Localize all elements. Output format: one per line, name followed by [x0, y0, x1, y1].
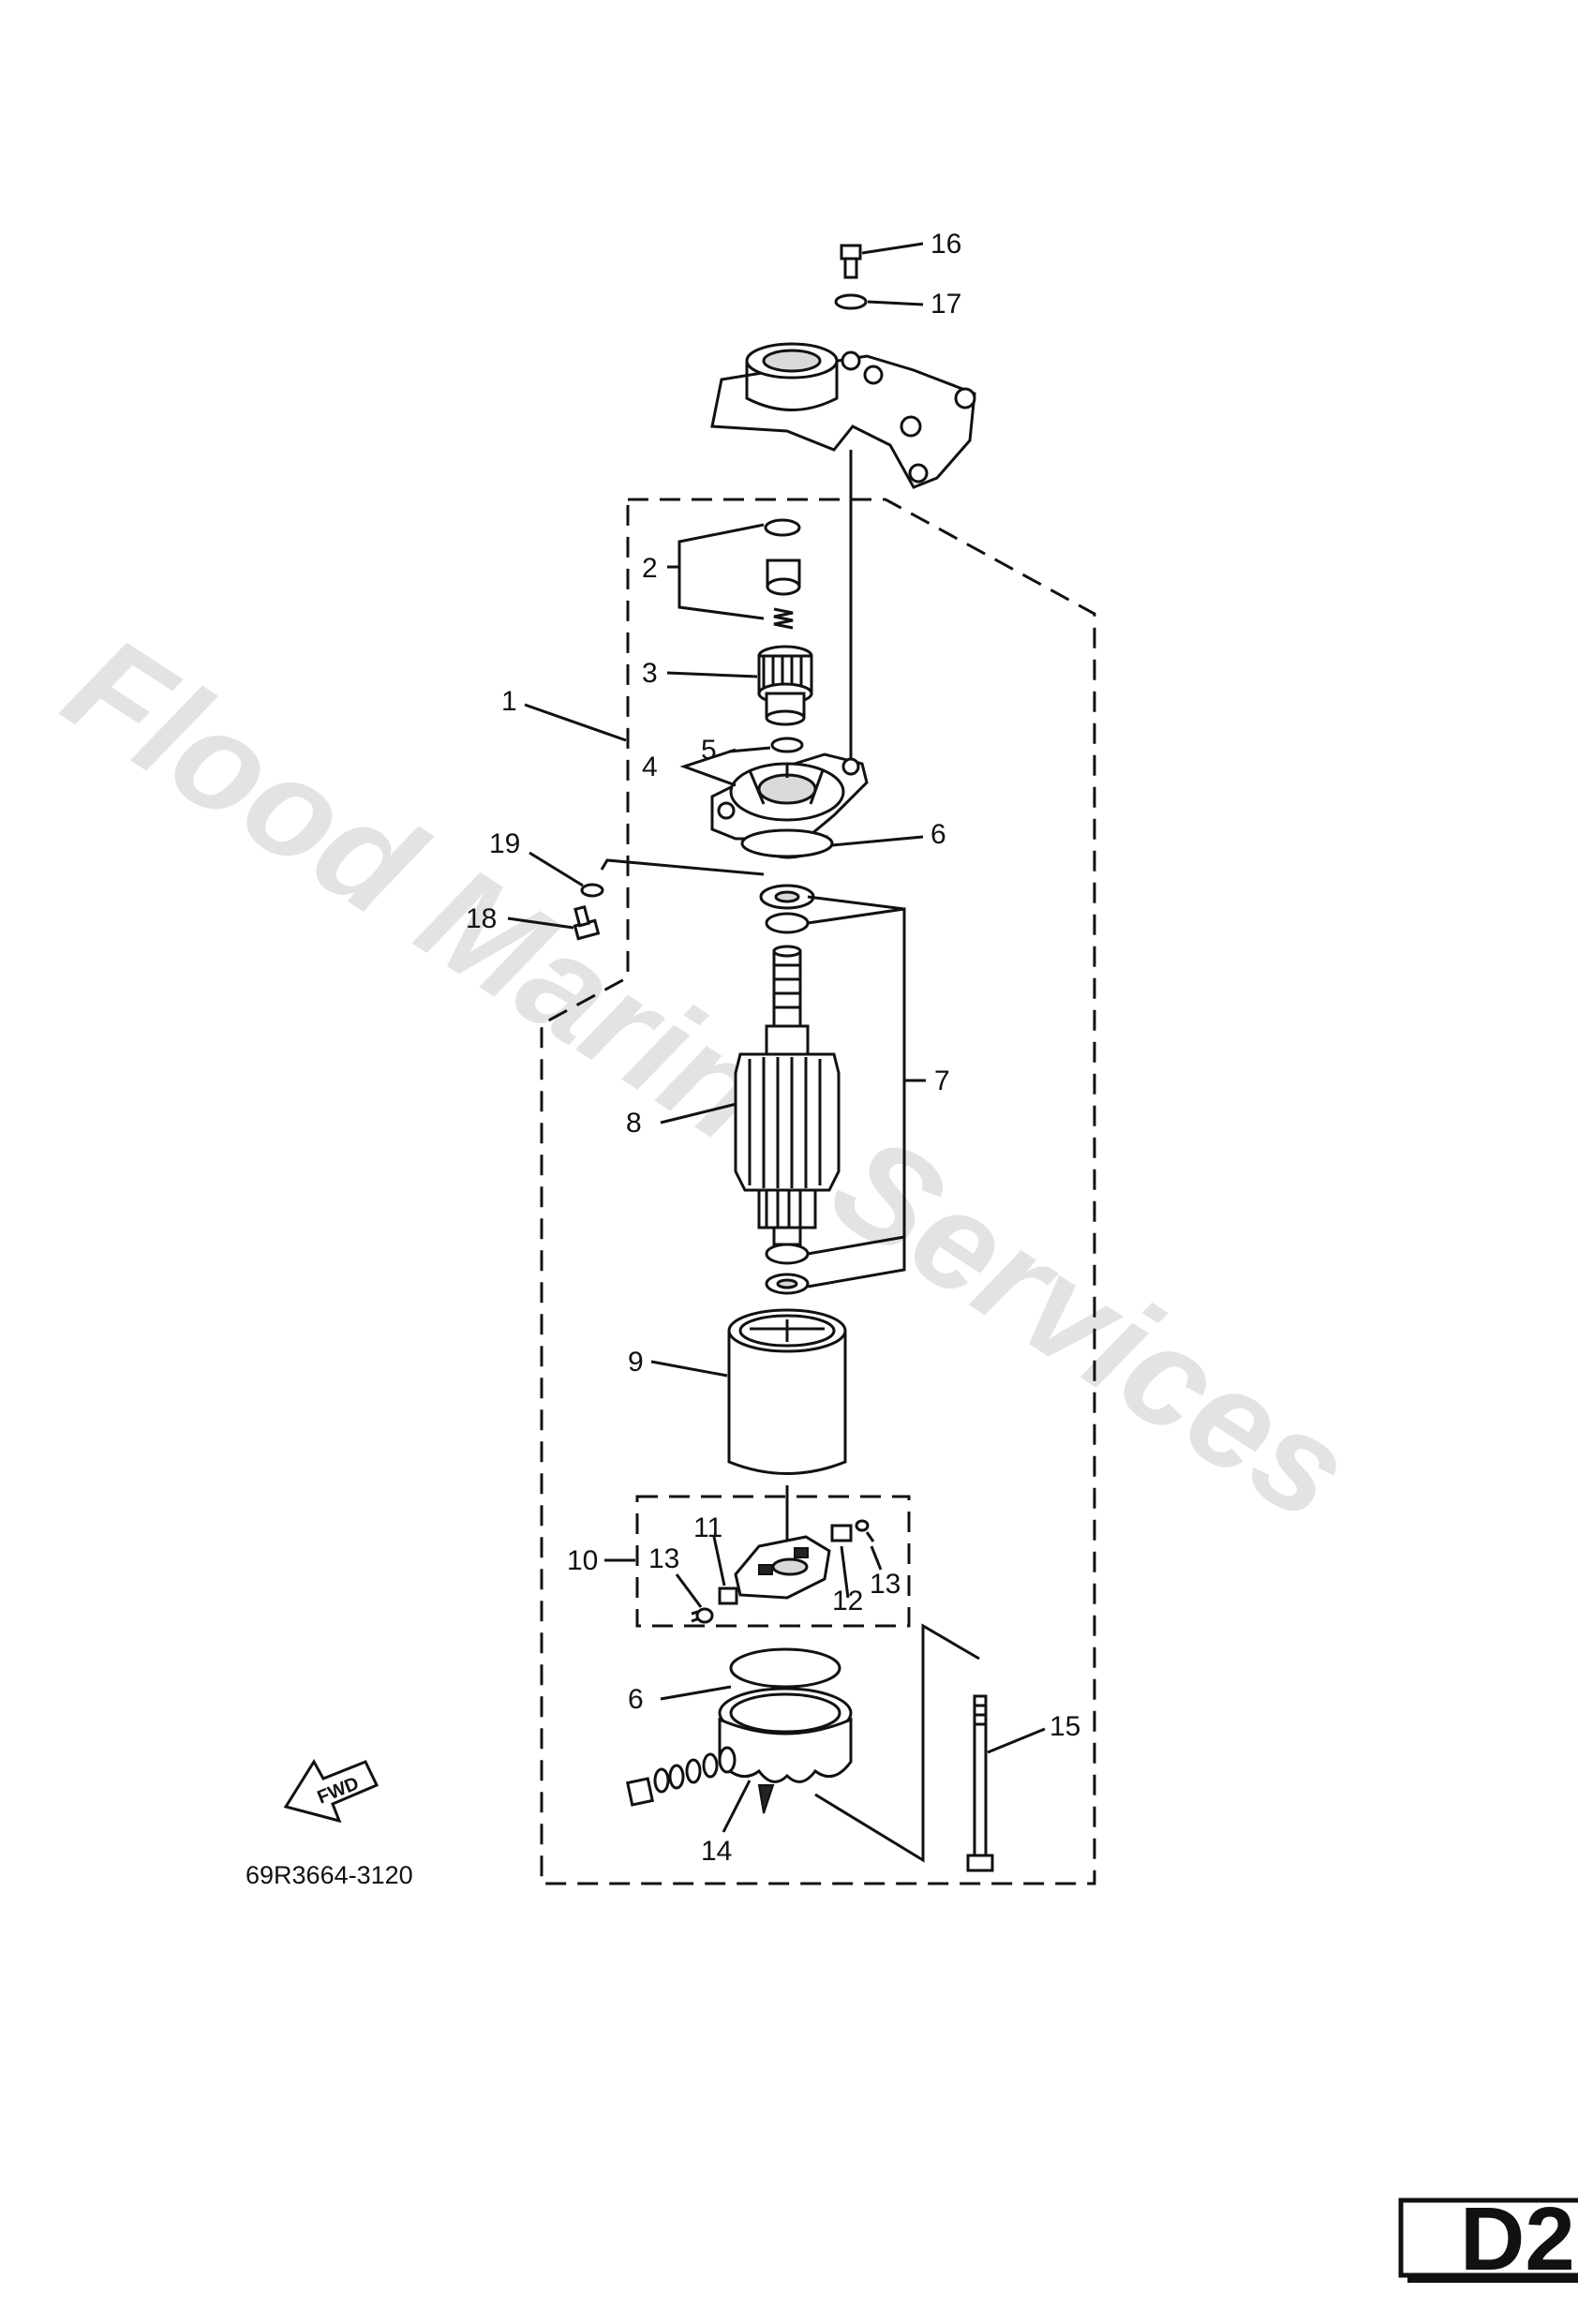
page-badge: D2: [1460, 2189, 1575, 2289]
leader-3: [666, 671, 758, 678]
pinion-stop-set-2: [764, 518, 801, 630]
washer-19: [580, 883, 604, 898]
callout-4: 4: [642, 752, 658, 782]
leader-13-right: [870, 1545, 883, 1571]
forward-direction-arrow: [283, 1759, 380, 1824]
leader-7-b: [807, 1235, 905, 1256]
rear-cover-bolt-guide: [814, 1623, 980, 1863]
callout-11: 11: [693, 1512, 722, 1543]
leader-16: [861, 242, 924, 255]
washer-set-7: [759, 884, 815, 1295]
rear-cover-14: [718, 1687, 853, 1814]
leader-8: [660, 1102, 737, 1125]
washer-17: [834, 293, 868, 310]
diagram-code: 69R3664-3120: [246, 1861, 413, 1889]
leader-18: [507, 916, 574, 930]
callout-10: 10: [567, 1545, 598, 1576]
brush-holder-11: [734, 1535, 831, 1600]
leader-6-lower: [660, 1685, 732, 1701]
starter-bracket: [710, 342, 976, 489]
callout-13-right: 13: [870, 1569, 901, 1600]
spring-13-left: [691, 1607, 714, 1624]
o-ring-6-upper: [740, 828, 834, 858]
callout-3: 3: [642, 658, 658, 689]
pinion-3: [757, 645, 813, 726]
bolt-18: [573, 904, 601, 941]
leader-7-c: [807, 895, 905, 911]
callout-15: 15: [1050, 1711, 1080, 1742]
leader-2: [677, 523, 765, 620]
armature-8: [734, 945, 841, 1246]
spring-13-right: [855, 1519, 875, 1542]
bushing-5: [770, 737, 804, 753]
callout-19: 19: [489, 828, 520, 859]
leader-9: [650, 1360, 728, 1378]
callout-14: 14: [701, 1836, 732, 1867]
leader-14: [722, 1780, 752, 1833]
callout-6-upper: 6: [930, 819, 946, 850]
callout-8: 8: [626, 1108, 642, 1139]
callout-7: 7: [934, 1065, 950, 1096]
bolt-16: [840, 244, 862, 279]
page-badge-shadow: [1407, 2275, 1578, 2283]
leader-13-left: [675, 1573, 703, 1608]
leader-19: [528, 851, 584, 887]
callout-12: 12: [832, 1586, 863, 1616]
brush-holder-set-boundary: [635, 1495, 911, 1628]
callout-18: 18: [466, 903, 497, 934]
leader-7: [807, 907, 906, 1289]
yoke-9: [727, 1308, 847, 1475]
callout-6-lower: 6: [628, 1684, 644, 1715]
callout-16: 16: [930, 229, 961, 260]
callout-2: 2: [642, 553, 658, 584]
o-ring-6-lower: [729, 1647, 841, 1689]
leader-1: [524, 703, 627, 742]
terminal-nuts-14: [625, 1746, 737, 1807]
callout-9: 9: [628, 1347, 644, 1378]
page-badge-frame: [1398, 2197, 1578, 2278]
leader-6-upper: [831, 835, 924, 847]
leader-4: [679, 748, 737, 787]
through-bolt-15: [966, 1694, 994, 1872]
callout-17: 17: [930, 289, 961, 320]
callout-1: 1: [501, 686, 517, 717]
leader-11: [712, 1536, 726, 1587]
brush-13-left: [718, 1587, 738, 1605]
leader-17: [867, 300, 924, 306]
leader-12: [840, 1545, 850, 1599]
leader-15: [987, 1727, 1046, 1754]
starter-assembly-boundary: [540, 498, 1096, 1885]
brush-12-right: [830, 1524, 853, 1542]
screw-axis-line: [600, 858, 765, 876]
callout-13-left: 13: [648, 1543, 679, 1574]
